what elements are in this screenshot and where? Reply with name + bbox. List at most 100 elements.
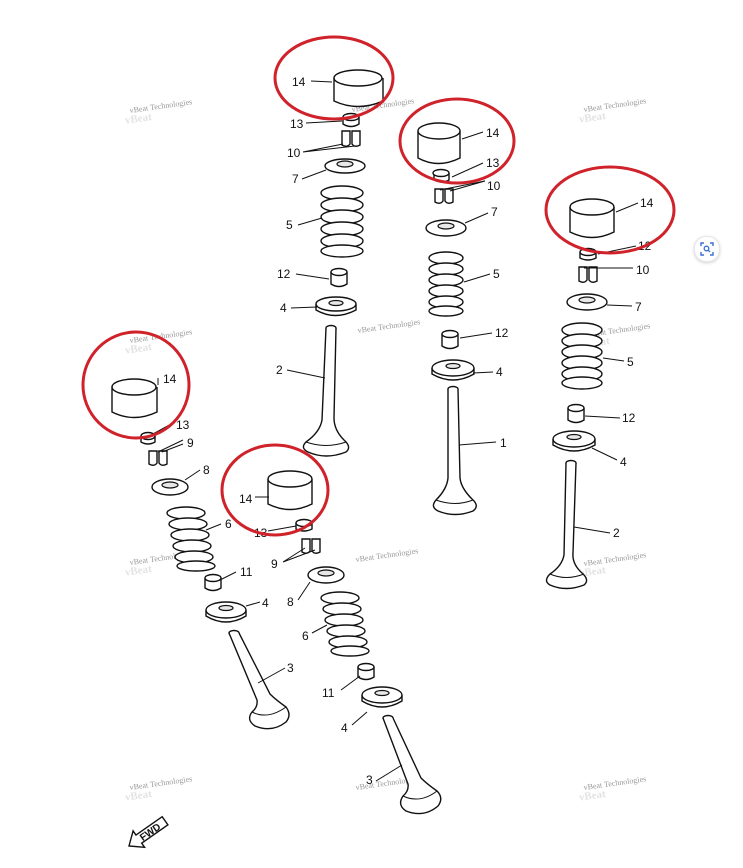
leader-lines: [439, 131, 497, 446]
valve-spring: [320, 591, 370, 657]
part-label-3: 3: [287, 661, 294, 675]
svg-text:vBeat: vBeat: [124, 563, 153, 579]
stem-seal: [357, 662, 375, 681]
valve-assembly-lower-middle: 14 13 9 8 6 11 4 3: [239, 470, 442, 815]
part-label-4: 4: [341, 721, 348, 735]
valve-pad: [432, 168, 450, 183]
spring-seat: [431, 359, 475, 381]
part-label-5: 5: [286, 218, 293, 232]
part-label-10: 10: [287, 146, 301, 160]
part-label-8: 8: [287, 595, 294, 609]
part-label-14: 14: [239, 492, 253, 506]
part-label-7: 7: [292, 172, 299, 186]
svg-text:vBeat: vBeat: [124, 788, 153, 804]
highlight-ring: [81, 330, 191, 440]
valve-lifter: [569, 198, 615, 239]
stem-seal: [567, 403, 585, 424]
valve-assembly-right: 14 12 10 7 5 12 4 2: [545, 196, 654, 590]
zoom-button[interactable]: [694, 236, 720, 262]
part-label-7: 7: [635, 300, 642, 314]
valve-spring: [561, 322, 603, 390]
valve: [545, 459, 588, 590]
spring-retainer: [151, 478, 189, 496]
part-label-12: 12: [495, 326, 509, 340]
valve: [302, 324, 350, 457]
part-label-14: 14: [292, 75, 306, 89]
part-label-7: 7: [491, 205, 498, 219]
valve-cotters: [301, 538, 321, 554]
leader-lines: [255, 496, 403, 782]
part-label-3: 3: [366, 773, 373, 787]
part-label-10: 10: [636, 263, 650, 277]
leader-lines: [152, 378, 286, 684]
part-label-1: 1: [500, 436, 507, 450]
highlight-rings: [81, 35, 676, 537]
valve-cotters: [434, 188, 454, 204]
valve-lifter: [267, 470, 313, 511]
valve-cotters: [341, 130, 361, 147]
part-label-4: 4: [620, 455, 627, 469]
spring-retainer: [566, 293, 608, 311]
watermark: vBeat Technologies: [583, 774, 647, 792]
stem-seal: [441, 329, 459, 350]
watermark: vBeat Technologies: [129, 327, 193, 345]
valve-spring: [428, 251, 464, 317]
valve-spring: [320, 185, 364, 258]
spring-seat: [315, 296, 357, 317]
watermark: vBeat Technologies: [355, 546, 419, 564]
valve-assembly-middle: 14 13 10 7 5 12 4 1: [417, 122, 509, 516]
part-label-11: 11: [240, 565, 253, 579]
spring-retainer: [307, 566, 345, 584]
spring-seat: [552, 430, 596, 452]
spring-seat: [205, 601, 247, 623]
valve-lifter: [111, 378, 158, 419]
watermark: vBeat Technologies: [583, 96, 647, 114]
watermark: vBeat Technologies: [583, 550, 647, 568]
part-label-6: 6: [225, 517, 232, 531]
svg-text:vBeat: vBeat: [578, 788, 607, 804]
spring-retainer: [324, 158, 366, 174]
part-label-14: 14: [486, 126, 500, 140]
forward-direction-arrow: FWD: [128, 815, 169, 849]
part-label-12: 12: [277, 267, 291, 281]
part-label-14: 14: [640, 196, 654, 210]
watermark: vBeat Technologies: [129, 774, 193, 792]
part-label-5: 5: [493, 267, 500, 281]
valve-spring: [166, 506, 216, 572]
svg-text:vBeat: vBeat: [124, 341, 153, 357]
part-label-14: 14: [163, 372, 177, 386]
watermark: vBeat Technologies: [357, 317, 421, 335]
highlight-ring: [220, 443, 330, 537]
watermark: vBeat Technologies: [129, 97, 193, 115]
highlight-ring: [398, 97, 516, 185]
valve: [382, 714, 442, 815]
valve-assembly-top-center: 14 13 10 7 5 12 4 2: [276, 69, 384, 457]
part-label-13: 13: [176, 418, 190, 432]
part-label-4: 4: [496, 365, 503, 379]
part-label-6: 6: [302, 629, 309, 643]
highlight-ring: [273, 35, 395, 121]
part-label-9: 9: [187, 436, 194, 450]
part-label-2: 2: [276, 363, 283, 377]
valve-cotters: [148, 450, 168, 466]
part-label-10: 10: [487, 179, 501, 193]
valve-lifter: [417, 122, 461, 165]
valve-cotters: [578, 266, 598, 283]
part-label-8: 8: [203, 463, 210, 477]
part-label-9: 9: [271, 557, 278, 571]
valve-assembly-left: 14 13 9 8 6 11 4 3: [111, 372, 294, 730]
spring-retainer: [425, 219, 467, 237]
svg-text:vBeat: vBeat: [124, 111, 153, 127]
part-label-4: 4: [262, 596, 269, 610]
valve: [228, 629, 290, 730]
part-label-13: 13: [486, 156, 500, 170]
valve-lifter: [333, 69, 384, 108]
part-label-2: 2: [613, 526, 620, 540]
part-label-11: 11: [322, 686, 335, 700]
svg-text:vBeat: vBeat: [578, 110, 607, 126]
leader-lines: [573, 202, 639, 534]
zoom-lens-icon: [700, 242, 714, 256]
part-label-13: 13: [290, 117, 304, 131]
part-label-12: 12: [622, 411, 636, 425]
